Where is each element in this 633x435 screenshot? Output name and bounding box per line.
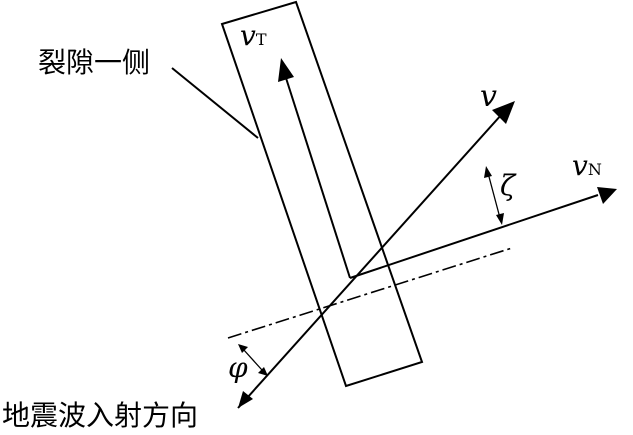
v-arrowhead <box>492 101 515 124</box>
vt-label-base: v <box>240 19 256 52</box>
fracture-side-label: 裂隙一侧 <box>38 46 150 79</box>
v-label: v <box>480 79 497 114</box>
phi-label: φ <box>228 351 248 384</box>
zeta-angle-indicator <box>487 172 501 219</box>
vn-label: vN <box>572 149 602 182</box>
vn-label-base: v <box>572 149 588 182</box>
zeta-arrowhead-bottom <box>496 213 504 225</box>
phi-arrowhead-top <box>238 344 248 353</box>
fracture-side-leader-line <box>171 67 259 139</box>
incident-wave-start-arrowhead <box>238 391 253 408</box>
zeta-label: ζ <box>500 169 517 202</box>
phi-angle-indicator <box>242 348 263 371</box>
vt-arrow-line <box>285 77 351 279</box>
vn-arrowhead <box>597 187 617 204</box>
vn-arrow-line <box>349 194 599 279</box>
wave-direction-label: 地震波入射方向 <box>2 399 198 432</box>
vn-label-subscript: N <box>588 160 602 179</box>
incident-wave-line <box>237 113 503 409</box>
phi-arrowhead-bottom <box>258 367 268 376</box>
vt-label-subscript: T <box>256 30 267 49</box>
zeta-arrowhead-top <box>484 166 492 178</box>
fracture-plate <box>220 0 424 388</box>
vt-label: vT <box>240 19 267 52</box>
vt-arrowhead <box>278 58 294 82</box>
